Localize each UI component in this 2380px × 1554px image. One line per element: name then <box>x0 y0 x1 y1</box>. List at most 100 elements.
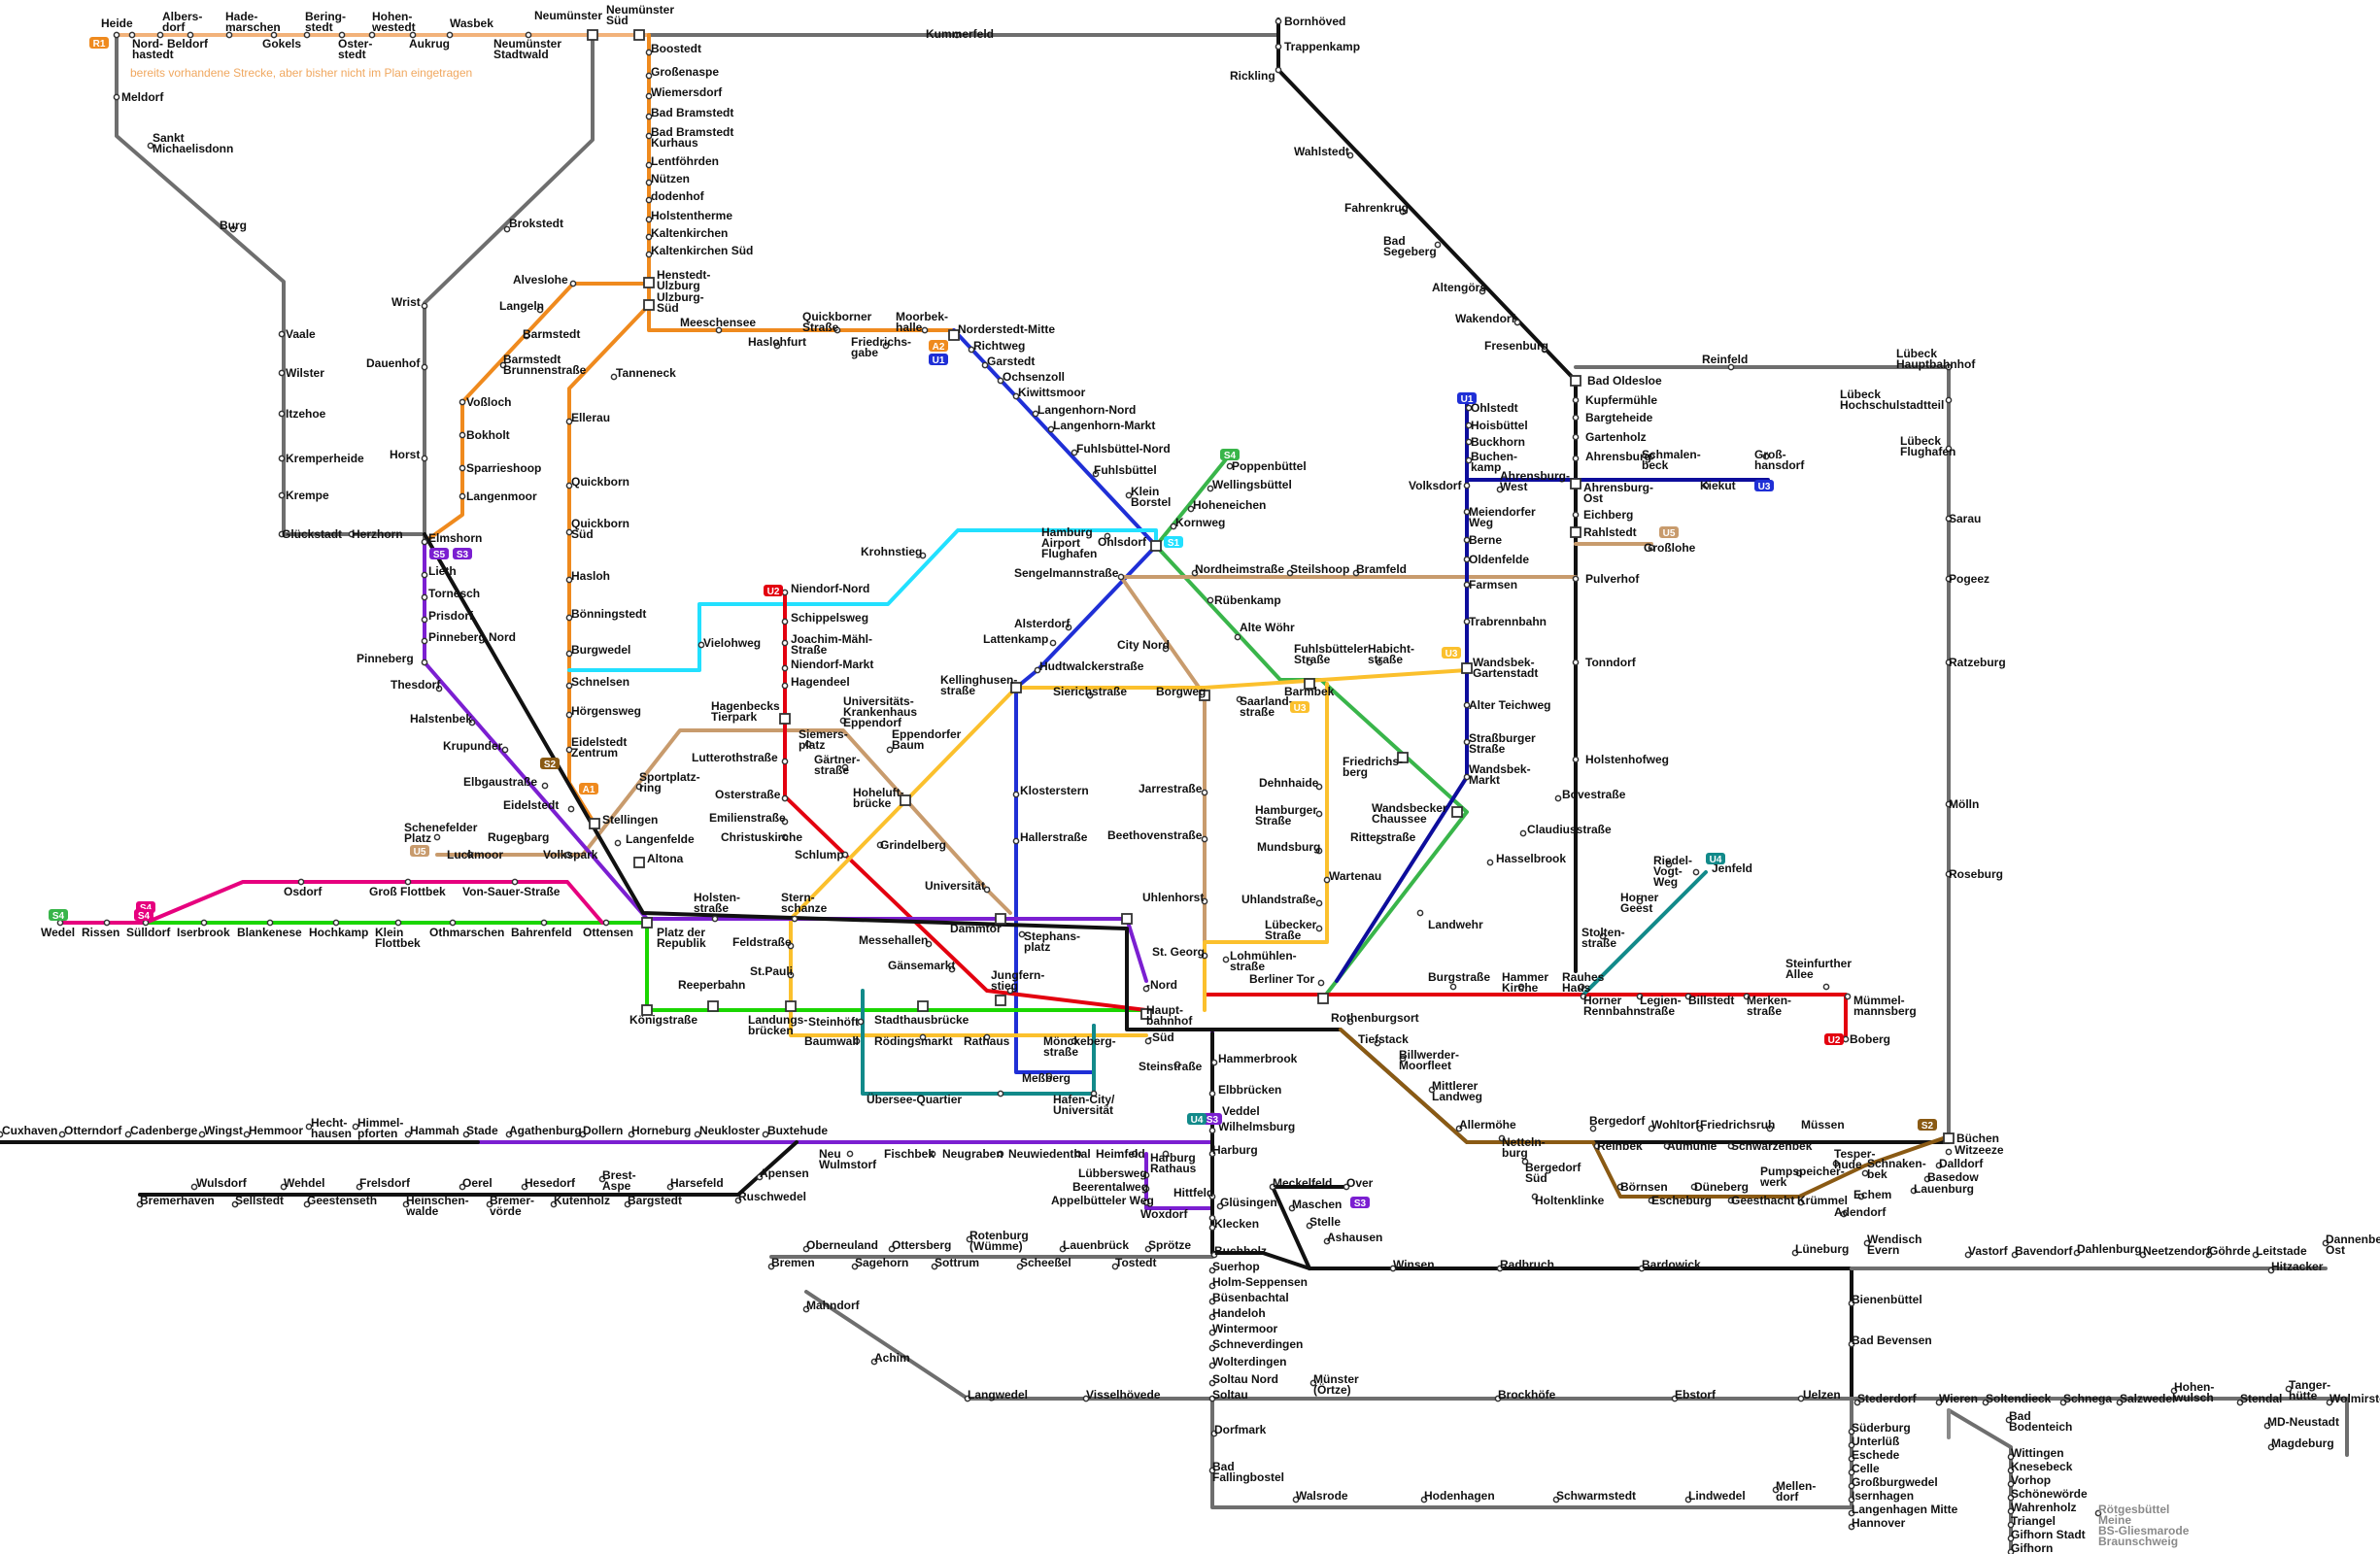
station-stop-wintermoor[interactable] <box>1208 1329 1216 1336</box>
interchange-marker-12[interactable] <box>1304 678 1315 690</box>
station-stop-mittlerer-landweg[interactable] <box>1428 1086 1436 1094</box>
station-stop-bad-bramstedt[interactable] <box>645 113 653 120</box>
station-stop-wulsdorf[interactable] <box>190 1183 198 1191</box>
station-stop-adendorf[interactable] <box>1840 1210 1848 1218</box>
station-stop-hemmoor[interactable] <box>243 1131 251 1138</box>
station-stop-vielohweg[interactable] <box>697 641 705 649</box>
station-stop-jenfeld[interactable] <box>1692 868 1700 876</box>
station-stop-meckelfeld[interactable] <box>1269 1183 1276 1191</box>
station-stop-tiefstack[interactable] <box>1374 1039 1381 1047</box>
station-stop-hesedorf[interactable] <box>521 1183 528 1191</box>
station-stop-ruschwedel[interactable] <box>734 1197 742 1204</box>
station-stop-kaltenkirchen-sued[interactable] <box>645 251 653 258</box>
station-stop-neu-wulmstorf[interactable] <box>846 1150 854 1158</box>
station-stop-messberg[interactable] <box>1045 1072 1053 1080</box>
station-stop-lentfoehrden[interactable] <box>645 161 653 169</box>
station-stop-hallerstrasse[interactable] <box>1012 837 1020 845</box>
interchange-marker-5[interactable] <box>1150 540 1162 552</box>
station-stop-schmalenbeck[interactable] <box>1648 453 1655 460</box>
station-stop-wendisch-evern[interactable] <box>1863 1239 1871 1247</box>
station-stop-hagendeel[interactable] <box>781 682 789 690</box>
station-stop-pinneberg-nord[interactable] <box>421 637 428 645</box>
interchange-marker-14[interactable] <box>1570 375 1581 387</box>
station-stop-dorfmark[interactable] <box>1210 1430 1218 1437</box>
station-stop-holm-seppensen[interactable] <box>1208 1282 1216 1290</box>
station-stop-sierichstrasse[interactable] <box>1086 692 1094 699</box>
station-stop-sellstedt[interactable] <box>231 1200 239 1208</box>
station-stop-lutterothstrasse[interactable] <box>781 758 789 765</box>
station-stop-boostedt[interactable] <box>645 49 653 56</box>
station-stop-nuetzen[interactable] <box>645 179 653 186</box>
interchange-marker-8[interactable] <box>641 917 653 929</box>
interchange-marker-29[interactable] <box>1121 913 1133 925</box>
station-stop-bad-bodenteich[interactable] <box>2005 1416 2013 1424</box>
station-stop-frelsdorf[interactable] <box>356 1183 363 1191</box>
station-stop-dueneberg[interactable] <box>1690 1183 1698 1191</box>
station-stop-fischbek[interactable] <box>929 1150 936 1158</box>
station-stop-cadenberge[interactable] <box>124 1131 132 1138</box>
station-stop-bavendorf[interactable] <box>2011 1251 2019 1259</box>
station-stop-appelbuetteler-weg[interactable] <box>1142 1199 1150 1206</box>
station-stop-ochsenzoll[interactable] <box>997 377 1004 385</box>
station-stop-city-nord[interactable] <box>1162 645 1170 653</box>
station-stop-muemmelmannsberg[interactable] <box>1844 993 1852 1000</box>
station-stop-kiekut[interactable] <box>1702 482 1710 490</box>
station-stop-tonndorf[interactable] <box>1572 659 1580 666</box>
station-stop-neetzendorf[interactable] <box>2139 1251 2147 1259</box>
station-stop-wittingen[interactable] <box>2007 1453 2015 1461</box>
station-stop-echem[interactable] <box>1857 1193 1865 1200</box>
station-stop-baumwall[interactable] <box>853 1037 861 1045</box>
station-stop-friedrichsruh[interactable] <box>1696 1125 1704 1132</box>
station-stop-schwarzenbek[interactable] <box>1727 1142 1735 1150</box>
station-stop-habichtstrasse[interactable] <box>1376 659 1383 666</box>
station-stop-osterstedt[interactable] <box>338 31 346 39</box>
station-stop-wilster[interactable] <box>278 369 286 377</box>
station-stop-joachim-mahl[interactable] <box>781 639 789 647</box>
station-stop-langeln[interactable] <box>536 306 544 314</box>
interchange-marker-28[interactable] <box>900 794 911 806</box>
station-stop-harsefeld[interactable] <box>666 1183 674 1191</box>
station-stop-gokels[interactable] <box>270 31 278 39</box>
station-stop-knesebeck[interactable] <box>2007 1467 2015 1474</box>
station-stop-saarlandstrasse[interactable] <box>1236 695 1243 703</box>
station-stop-holstenhofweg[interactable] <box>1572 756 1580 763</box>
station-stop-moelln[interactable] <box>1945 800 1953 808</box>
station-stop-winsen[interactable] <box>1389 1265 1397 1272</box>
station-stop-krupunder[interactable] <box>501 746 509 754</box>
station-stop-suerhop[interactable] <box>1208 1267 1216 1274</box>
station-stop-bargteheide[interactable] <box>1572 414 1580 422</box>
station-stop-pogeez[interactable] <box>1945 575 1953 583</box>
station-stop-lindwedel[interactable] <box>1684 1496 1692 1503</box>
station-stop-bremervoerde[interactable] <box>486 1200 493 1208</box>
station-stop-sternschanze[interactable] <box>791 915 799 923</box>
station-stop-landwehr[interactable] <box>1416 909 1424 917</box>
station-stop-luebeck-flughafen[interactable] <box>1945 445 1953 453</box>
interchange-marker-22[interactable] <box>707 1000 719 1012</box>
station-stop-aukrug[interactable] <box>409 31 417 39</box>
station-stop-emilienstrasse[interactable] <box>781 818 789 826</box>
station-stop-scheessel[interactable] <box>1016 1263 1024 1270</box>
station-stop-nms-stadtwald[interactable] <box>525 31 532 39</box>
station-stop-kaltenkirchen[interactable] <box>645 233 653 241</box>
station-stop-soltau-nord[interactable] <box>1208 1379 1216 1387</box>
station-stop-barmstedt-brunnen[interactable] <box>499 361 507 369</box>
interchange-marker-0[interactable] <box>633 29 645 41</box>
station-stop-schippelsweg[interactable] <box>781 618 789 625</box>
station-stop-himmelpforten[interactable] <box>352 1123 359 1131</box>
station-stop-magdeburg[interactable] <box>2267 1443 2275 1451</box>
station-stop-schoenewoerde[interactable] <box>2007 1494 2015 1502</box>
station-stop-luebberstedt[interactable] <box>1142 1171 1150 1179</box>
station-stop-sottrum[interactable] <box>931 1263 938 1270</box>
station-stop-hafencity-uni[interactable] <box>1090 1090 1098 1098</box>
station-stop-buchholz[interactable] <box>1210 1251 1218 1259</box>
station-stop-dollern[interactable] <box>579 1131 587 1138</box>
station-stop-wehdel[interactable] <box>280 1183 288 1191</box>
station-stop-nordhastedt[interactable] <box>128 31 136 39</box>
station-stop-vorhop[interactable] <box>2007 1480 2015 1488</box>
station-stop-luebeck-hst[interactable] <box>1945 396 1953 404</box>
station-stop-quickborn-sued[interactable] <box>565 528 573 536</box>
station-stop-ebstorf[interactable] <box>1671 1395 1679 1402</box>
station-stop-ahrensburg-west[interactable] <box>1496 486 1504 493</box>
station-stop-schnakenbek[interactable] <box>1861 1169 1869 1177</box>
station-stop-ratzeburg[interactable] <box>1945 659 1953 666</box>
